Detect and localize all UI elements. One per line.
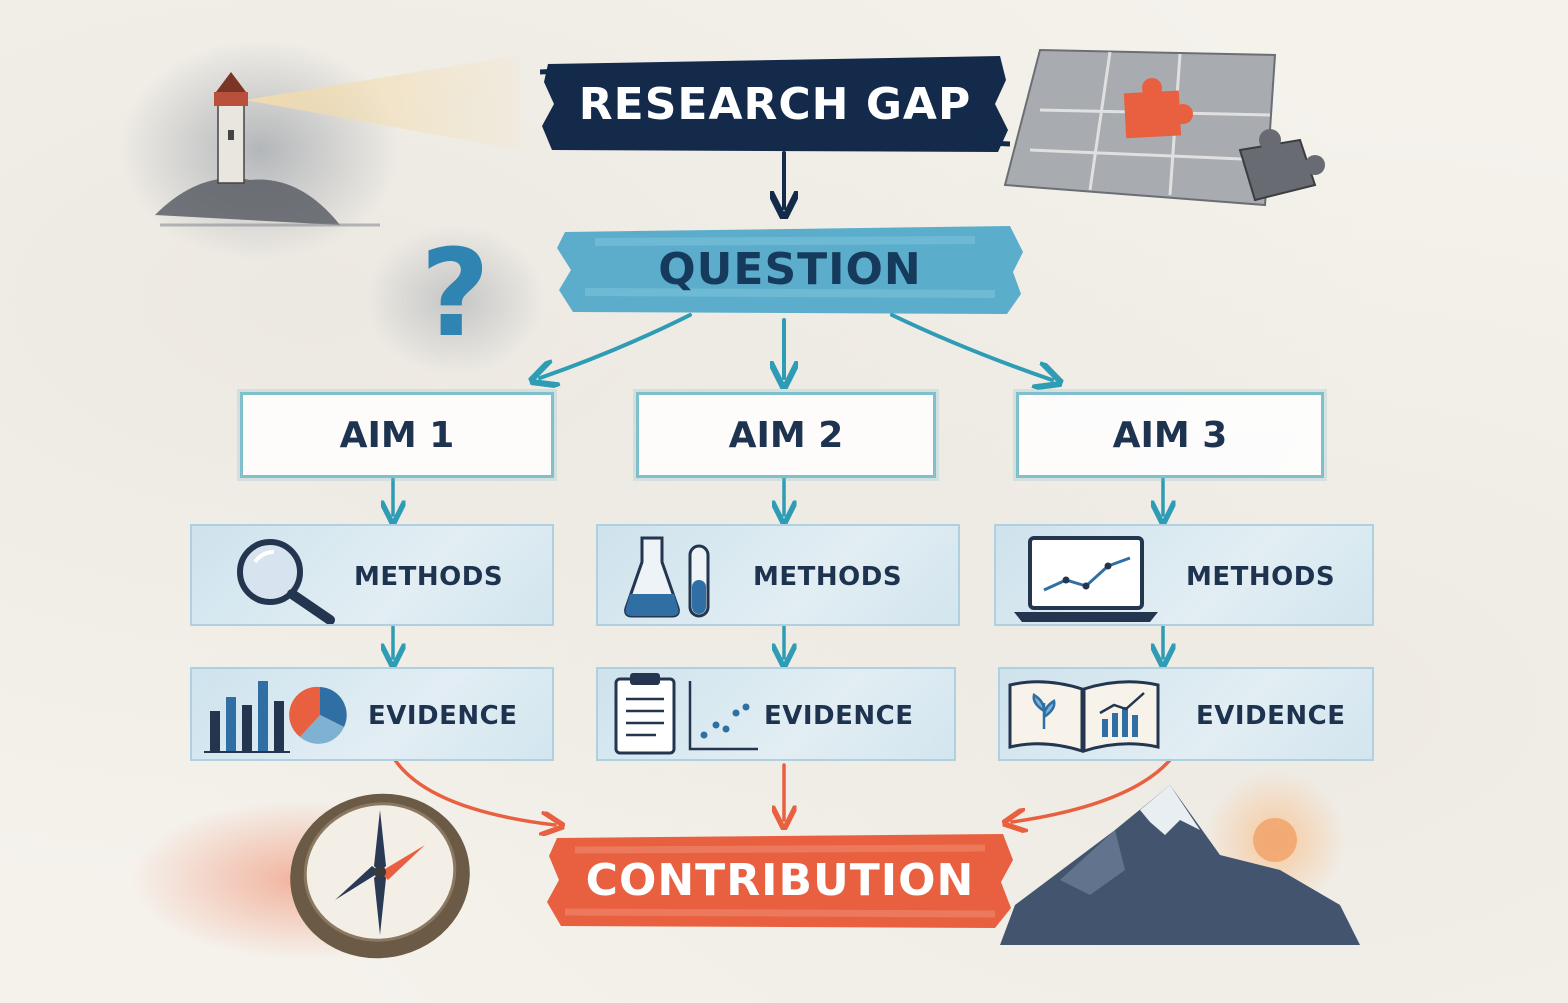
aim-1-label: AIM 1 (339, 414, 455, 456)
open-book-icon (1008, 680, 1160, 754)
aim-1-box: AIM 1 (240, 392, 554, 478)
evidence-label-aim-1: EVIDENCE (368, 701, 518, 731)
laptop-line-chart-icon (1014, 536, 1158, 622)
bar-pie-chart-icon (204, 681, 347, 753)
aim-3-box: AIM 3 (1016, 392, 1324, 478)
question-mark-icon: ? (365, 225, 545, 375)
puzzle-icon (1003, 48, 1325, 207)
arrow-question-to-aim-3 (890, 313, 1052, 380)
methods-card-aim-3: METHODS (994, 524, 1374, 626)
lighthouse-icon (120, 40, 520, 260)
methods-label-aim-2: METHODS (753, 562, 903, 592)
methods-label-aim-3: METHODS (1186, 562, 1336, 592)
question-brush (557, 226, 1023, 314)
clipboard-scatter-plot-icon (614, 673, 758, 755)
aim-2-box: AIM 2 (636, 392, 936, 478)
aim-3-label: AIM 3 (1112, 414, 1228, 456)
research-gap-brush (540, 56, 1010, 152)
evidence-label-aim-3: EVIDENCE (1196, 701, 1346, 731)
contribution-label: CONTRIBUTION (585, 855, 975, 906)
methods-label-aim-1: METHODS (354, 562, 504, 592)
research-gap-label: RESEARCH GAP (578, 79, 972, 130)
compass-icon (130, 793, 470, 960)
methods-card-aim-2: METHODS (596, 524, 960, 626)
mountain-sun-icon (1000, 770, 1360, 945)
svg-text:?: ? (420, 225, 490, 364)
evidence-label-aim-2: EVIDENCE (764, 701, 914, 731)
connector-arrows (393, 151, 1172, 825)
aim-2-label: AIM 2 (728, 414, 844, 456)
arrow-evidence-3-to-contribution (1012, 758, 1172, 822)
lab-flask-test-tube-icon (624, 536, 710, 618)
magnifying-glass-icon (237, 539, 335, 624)
arrow-question-to-aim-1 (540, 313, 692, 378)
evidence-card-aim-1: EVIDENCE (190, 667, 554, 761)
methods-card-aim-1: METHODS (190, 524, 554, 626)
evidence-card-aim-3: EVIDENCE (998, 667, 1374, 761)
question-label: QUESTION (658, 244, 922, 295)
evidence-card-aim-2: EVIDENCE (596, 667, 956, 761)
arrow-evidence-1-to-contribution (393, 758, 555, 825)
contribution-brush (547, 834, 1013, 928)
